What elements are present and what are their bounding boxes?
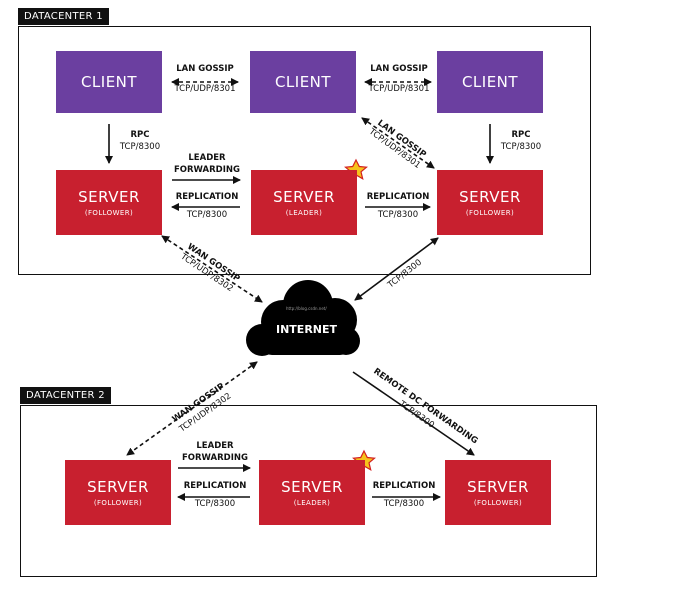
server-node-3: SERVER (FOLLOWER): [437, 170, 543, 235]
lan-gossip-name-1: LAN GOSSIP: [176, 64, 234, 74]
leader-forwarding-name1-2: LEADER: [196, 441, 234, 451]
server-node-2-role: (LEADER): [285, 209, 323, 217]
datacenter-1-frame: [18, 26, 591, 275]
lan-gossip-port-1: TCP/UDP/8301: [174, 84, 236, 94]
server-node-4-title: SERVER: [87, 478, 149, 496]
replication-name-2: REPLICATION: [366, 192, 430, 202]
server-node-2-title: SERVER: [273, 188, 335, 206]
internet-label: INTERNET: [276, 323, 338, 336]
leader-forwarding-name1-1: LEADER: [188, 153, 226, 163]
datacenter-2-label: DATACENTER 2: [20, 387, 111, 404]
replication-label-2: REPLICATION TCP/8300: [360, 191, 436, 221]
replication-port-1: TCP/8300: [186, 210, 228, 220]
server-node-4-role: (FOLLOWER): [93, 499, 143, 507]
client-node-2: CLIENT: [250, 51, 356, 113]
server-node-2: SERVER (LEADER): [251, 170, 357, 235]
internet-cloud-icon: [246, 280, 360, 356]
replication-name-4: REPLICATION: [372, 481, 436, 491]
internet-watermark: http://blog.csdn.net/: [286, 306, 327, 311]
datacenter-1-label: DATACENTER 1: [18, 8, 109, 25]
lan-gossip-name-2: LAN GOSSIP: [370, 64, 428, 74]
server-node-1-title: SERVER: [78, 188, 140, 206]
replication-name-3: REPLICATION: [183, 481, 247, 491]
client-node-2-title: CLIENT: [274, 73, 332, 91]
server-node-3-title: SERVER: [459, 188, 521, 206]
server-node-1-role: (FOLLOWER): [84, 209, 134, 217]
leader-forwarding-label-1: LEADER FORWARDING: [172, 152, 242, 176]
client-node-3: CLIENT: [437, 51, 543, 113]
replication-label-3: REPLICATION TCP/8300: [177, 480, 253, 510]
remote-dc-forwarding-arrow: [352, 371, 475, 456]
replication-port-4: TCP/8300: [383, 499, 425, 509]
leader-forwarding-name2-1: FORWARDING: [173, 165, 240, 175]
rpc-name-1: RPC: [130, 130, 150, 140]
server-node-1: SERVER (FOLLOWER): [56, 170, 162, 235]
lan-gossip-arrow-diag: [361, 117, 435, 169]
lan-gossip-port-2: TCP/UDP/8301: [368, 84, 430, 94]
server-node-3-role: (FOLLOWER): [465, 209, 515, 217]
server-node-4: SERVER (FOLLOWER): [65, 460, 171, 525]
client-node-1: CLIENT: [56, 51, 162, 113]
server-node-6-title: SERVER: [467, 478, 529, 496]
server-node-6-role: (FOLLOWER): [473, 499, 523, 507]
rpc-label-3: RPC TCP/8300: [496, 129, 546, 153]
wan-gossip-arrow-2: [126, 361, 258, 456]
server-node-5: SERVER (LEADER): [259, 460, 365, 525]
replication-port-2: TCP/8300: [377, 210, 419, 220]
lan-gossip-label-1: LAN GOSSIP TCP/UDP/8301: [170, 63, 240, 95]
rpc-port-3: TCP/8300: [500, 142, 542, 152]
replication-label-4: REPLICATION TCP/8300: [366, 480, 442, 510]
server-node-5-role: (LEADER): [293, 499, 331, 507]
leader-forwarding-label-2: LEADER FORWARDING: [180, 440, 250, 464]
internet-tcp-arrow: [354, 237, 439, 301]
replication-port-3: TCP/8300: [194, 499, 236, 509]
server-node-6: SERVER (FOLLOWER): [445, 460, 551, 525]
datacenter-2-frame: [20, 405, 597, 577]
wan-gossip-arrow-1: [161, 235, 263, 303]
rpc-port-1: TCP/8300: [119, 142, 161, 152]
rpc-name-3: RPC: [511, 130, 531, 140]
client-node-3-title: CLIENT: [461, 73, 519, 91]
server-node-5-title: SERVER: [281, 478, 343, 496]
rpc-label-1: RPC TCP/8300: [115, 129, 165, 153]
lan-gossip-label-2: LAN GOSSIP TCP/UDP/8301: [364, 63, 434, 95]
leader-forwarding-name2-2: FORWARDING: [181, 453, 248, 463]
replication-label-1: REPLICATION TCP/8300: [169, 191, 245, 221]
client-node-1-title: CLIENT: [80, 73, 138, 91]
replication-name-1: REPLICATION: [175, 192, 239, 202]
